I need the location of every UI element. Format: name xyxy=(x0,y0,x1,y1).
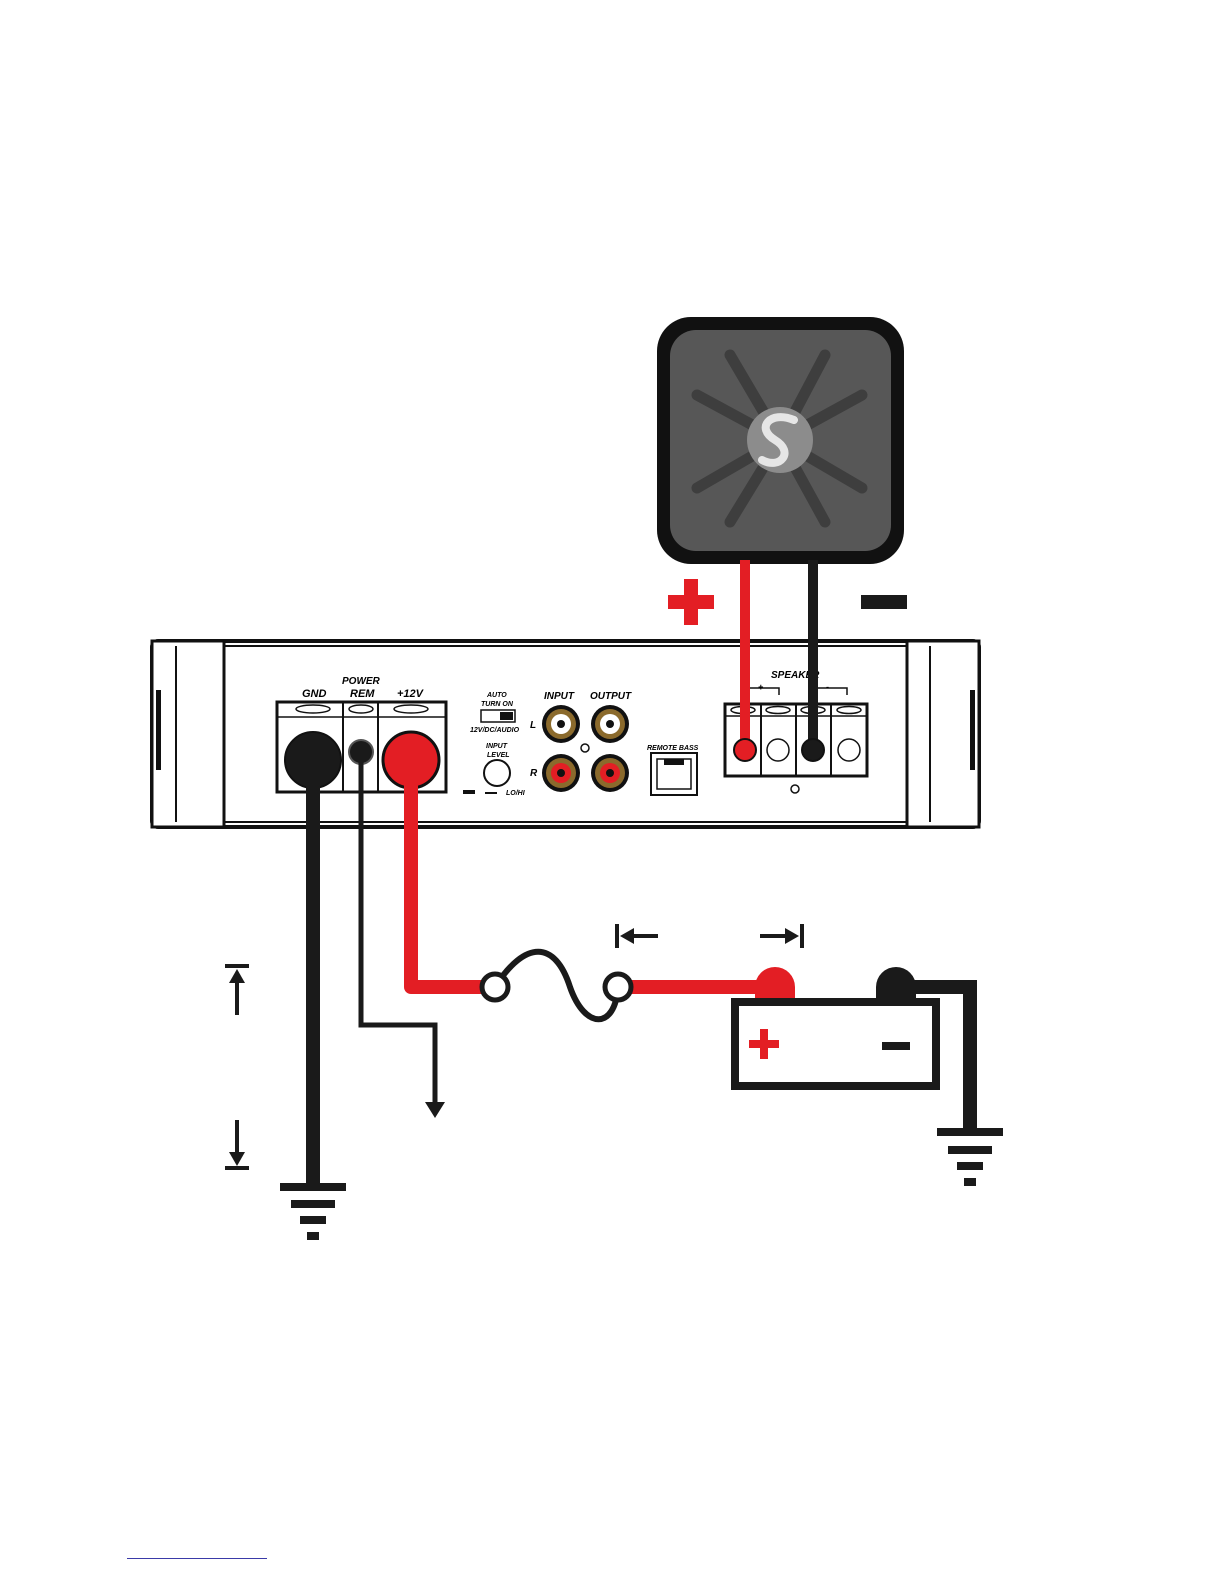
lo-hi-label: LO/HI xyxy=(506,790,526,797)
footer-divider xyxy=(127,1558,267,1559)
turn-on-mode-label: 12V/DC/AUDIO xyxy=(470,727,520,734)
rca-left-label: L xyxy=(530,720,536,731)
ground-icon xyxy=(280,1183,346,1240)
gnd-label: GND xyxy=(302,688,327,700)
fuse-icon xyxy=(482,952,631,1020)
rca-output-right xyxy=(591,754,629,792)
amplifier: GND POWER REM +12V AUTO TURN ON 12V/DC/A… xyxy=(152,641,979,827)
input-level-label-1: INPUT xyxy=(486,743,508,750)
input-level-label-2: LEVEL xyxy=(487,752,510,759)
input-rca-label: INPUT xyxy=(544,691,575,702)
remote-arrow-icon xyxy=(425,1102,445,1118)
output-rca-label: OUTPUT xyxy=(590,691,632,702)
s-logo-icon xyxy=(747,407,813,473)
rem-label: REM xyxy=(350,688,375,700)
turn-on-switch xyxy=(481,710,515,722)
speaker-plus-label: + xyxy=(758,682,764,692)
rca-input-right xyxy=(542,754,580,792)
speaker-positive-marker xyxy=(668,579,714,625)
ground-distance-arrows xyxy=(225,966,249,1168)
battery-ground-icon xyxy=(937,1128,1003,1186)
speaker-negative-marker xyxy=(861,595,907,609)
power-label: POWER xyxy=(342,676,381,687)
remote-bass-label: REMOTE BASS xyxy=(647,745,699,752)
input-level-knob xyxy=(484,760,510,786)
rca-right-label: R xyxy=(530,768,538,779)
plus12v-label: +12V xyxy=(397,688,425,700)
remote-bass-port xyxy=(651,753,697,795)
rca-input-left xyxy=(542,705,580,743)
rca-output-left xyxy=(591,705,629,743)
turn-on-label: TURN ON xyxy=(481,701,514,708)
fuse-distance-arrows xyxy=(617,924,802,948)
speaker-minus-label: - xyxy=(826,682,829,692)
speaker xyxy=(657,317,904,564)
auto-label: AUTO xyxy=(486,692,507,699)
